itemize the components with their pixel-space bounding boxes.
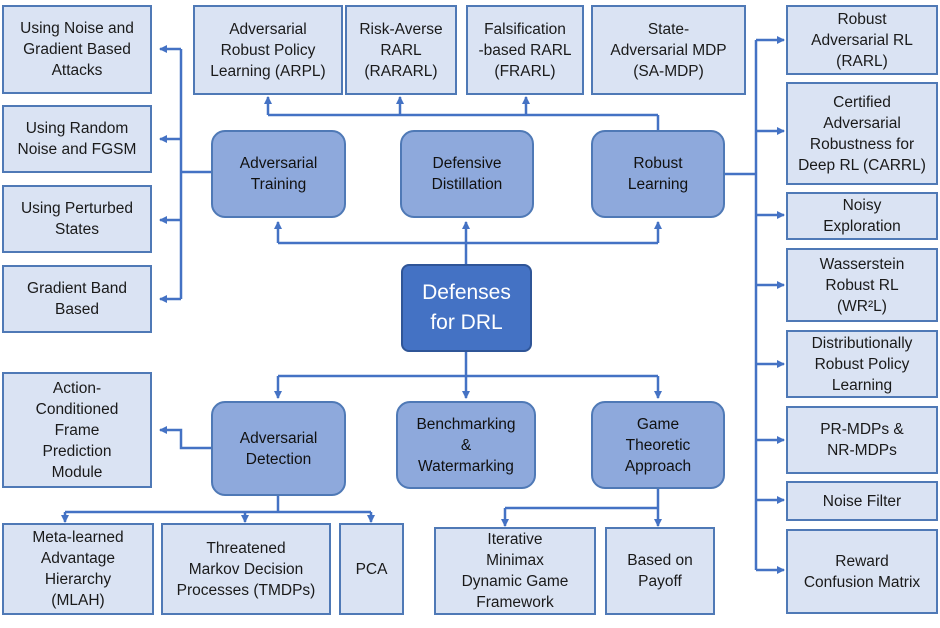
leaf-pca: PCA <box>339 523 404 615</box>
leaf-noisy-exploration: Noisy Exploration <box>786 192 938 240</box>
connector-detection-down <box>65 496 371 514</box>
connector-robust-top <box>268 113 660 130</box>
leaf-perturbed-states: Using Perturbed States <box>2 185 152 253</box>
leaf-distributionally-robust-policy: Distributionally Robust Policy Learning <box>786 330 938 398</box>
leaf-wr2l: Wasserstein Robust RL (WR²L) <box>786 248 938 322</box>
category-defensive-distillation: Defensive Distillation <box>400 130 534 218</box>
category-robust-learning: Robust Learning <box>591 130 725 218</box>
leaf-based-on-payoff: Based on Payoff <box>605 527 715 615</box>
leaf-mlah: Meta-learned Advantage Hierarchy (MLAH) <box>2 523 154 615</box>
leaf-pr-nr-mdps: PR-MDPs & NR-MDPs <box>786 406 938 474</box>
leaf-rarl: Robust Adversarial RL (RARL) <box>786 5 938 75</box>
leaf-tmdps: Threatened Markov Decision Processes (TM… <box>161 523 331 615</box>
connector-root-down <box>278 352 658 378</box>
arrow-to-action-conditioned <box>159 426 212 450</box>
connector-adv-training-left <box>179 49 212 299</box>
leaf-noise-gradient-attacks: Using Noise and Gradient Based Attacks <box>2 5 152 94</box>
leaf-sa-mdp: State- Adversarial MDP (SA-MDP) <box>591 5 746 95</box>
category-adversarial-training: Adversarial Training <box>211 130 346 218</box>
category-benchmarking-watermarking: Benchmarking & Watermarking <box>396 401 536 489</box>
leaf-random-noise-fgsm: Using Random Noise and FGSM <box>2 105 152 173</box>
category-adversarial-detection: Adversarial Detection <box>211 401 346 496</box>
leaf-carrl: Certified Adversarial Robustness for Dee… <box>786 82 938 185</box>
leaf-rararl: Risk-Averse RARL (RARARL) <box>345 5 457 95</box>
connector-game-down <box>505 488 660 510</box>
leaf-gradient-band-based: Gradient Band Based <box>2 265 152 333</box>
leaf-arpl: Adversarial Robust Policy Learning (ARPL… <box>193 5 343 95</box>
leaf-iterative-minimax: Iterative Minimax Dynamic Game Framework <box>434 527 596 615</box>
leaf-frarl: Falsification -based RARL (FRARL) <box>466 5 584 95</box>
leaf-reward-confusion-matrix: Reward Confusion Matrix <box>786 529 938 614</box>
leaf-noise-filter: Noise Filter <box>786 481 938 521</box>
root-defenses-for-drl: Defenses for DRL <box>401 264 532 352</box>
leaf-action-conditioned-frame-prediction: Action- Conditioned Frame Prediction Mod… <box>2 372 152 488</box>
category-game-theoretic-approach: Game Theoretic Approach <box>591 401 725 489</box>
connector-root-up <box>278 241 658 264</box>
connector-robust-right <box>724 40 758 570</box>
